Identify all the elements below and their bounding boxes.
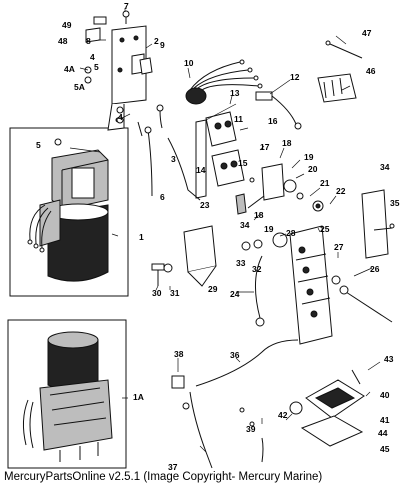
inset-box-pump-motor: [9, 127, 129, 297]
callout-18-b: 18: [254, 210, 264, 220]
callout-10: 10: [184, 58, 194, 68]
inset-box-pump-assembly: [7, 319, 127, 469]
callout-7: 7: [124, 1, 129, 11]
bracket-29: [151, 193, 263, 287]
callout-34-a: 34: [240, 220, 250, 230]
callout-23: 23: [200, 200, 210, 210]
terminal-block: [289, 225, 333, 345]
cover-34: [361, 189, 395, 259]
callout-13: 13: [230, 88, 240, 98]
callout-22: 22: [336, 186, 346, 196]
callout-44: 44: [378, 428, 388, 438]
callout-19-a: 19: [304, 152, 314, 162]
callout-47: 47: [362, 28, 372, 38]
callout-39: 39: [246, 424, 256, 434]
callout-35: 35: [390, 198, 400, 208]
callout-21: 21: [320, 178, 330, 188]
callout-36: 36: [230, 350, 240, 360]
callout-19-b: 19: [264, 224, 274, 234]
callout-28: 28: [286, 228, 296, 238]
callout-4-b: 4: [90, 52, 95, 62]
callout-41: 41: [380, 415, 390, 425]
solenoids: [195, 111, 245, 199]
callout-3: 3: [171, 154, 176, 164]
callout-30: 30: [152, 288, 162, 298]
callout-15: 15: [238, 158, 248, 168]
leader-lines: [69, 8, 381, 453]
callout-5-a: 5: [36, 140, 41, 150]
callout-18-a: 18: [282, 138, 292, 148]
callout-17: 17: [260, 142, 270, 152]
hardware-top-left: [84, 10, 153, 124]
callout-45: 45: [380, 444, 390, 454]
callout-48: 48: [58, 36, 68, 46]
callout-24: 24: [230, 289, 240, 299]
callout-14: 14: [196, 165, 206, 175]
callout-32: 32: [252, 264, 262, 274]
callout-43: 43: [384, 354, 394, 364]
callout-11: 11: [234, 114, 243, 124]
callout-26: 26: [370, 264, 380, 274]
callout-labels: 1 1A 2 3 4 4 4A 5 5 5A 6 7 8 9 10 11 12 …: [36, 1, 400, 472]
callout-49: 49: [62, 20, 72, 30]
callout-9: 9: [160, 40, 165, 50]
callout-27: 27: [334, 242, 344, 252]
wire-harness: [185, 59, 302, 130]
reservoir-cover: [289, 369, 365, 447]
callout-4-a: 4: [118, 112, 123, 122]
callout-38: 38: [174, 349, 184, 359]
callout-12: 12: [290, 72, 300, 82]
callout-31: 31: [170, 288, 180, 298]
callout-2: 2: [154, 36, 159, 46]
callout-25: 25: [320, 224, 330, 234]
callout-42: 42: [278, 410, 288, 420]
callout-16: 16: [268, 116, 278, 126]
callout-1a: 1A: [133, 392, 144, 402]
relay-assembly: [247, 163, 324, 212]
mounting-plate: [107, 25, 147, 131]
callout-33: 33: [236, 258, 246, 268]
callout-5-b: 5: [94, 62, 99, 72]
callout-40: 40: [380, 390, 390, 400]
callout-1: 1: [139, 232, 144, 242]
callout-20: 20: [308, 164, 318, 174]
callout-5a: 5A: [74, 82, 85, 92]
cable-and-bolt: [254, 232, 393, 327]
callout-34-b: 34: [380, 162, 390, 172]
copyright-caption: MercuryPartsOnline v2.5.1 (Image Copyrig…: [4, 471, 323, 483]
callout-37: 37: [168, 462, 178, 472]
clip-46-47: [317, 40, 363, 103]
callout-6: 6: [160, 192, 165, 202]
callout-29: 29: [208, 284, 218, 294]
callout-8: 8: [86, 36, 91, 46]
cables-center: [137, 104, 201, 201]
callout-4a: 4A: [64, 64, 75, 74]
callout-46: 46: [366, 66, 376, 76]
